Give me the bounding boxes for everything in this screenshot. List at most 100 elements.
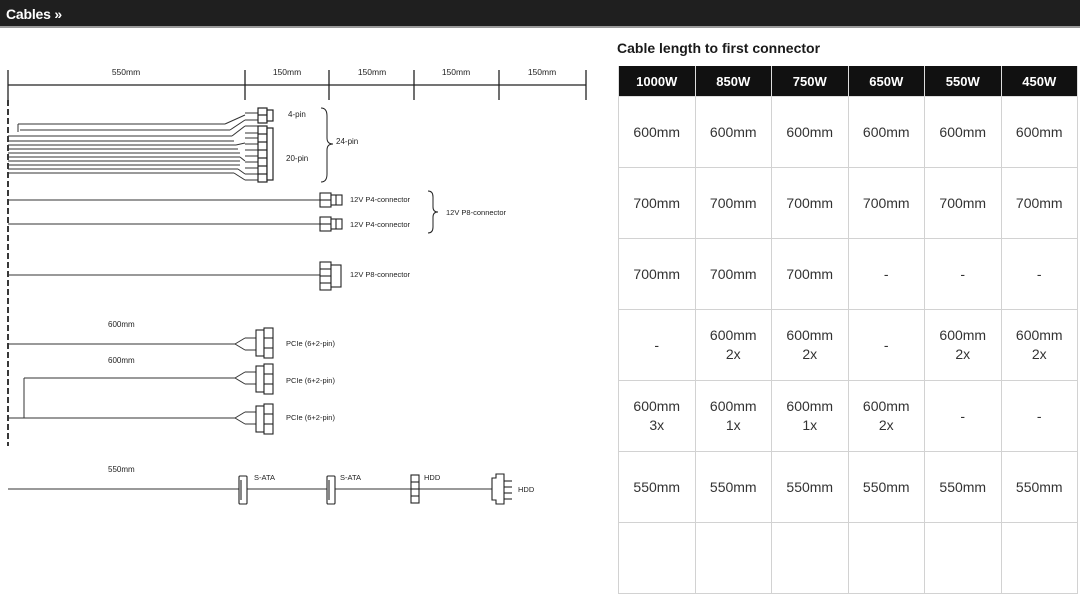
cell-value: 600mm xyxy=(633,398,681,414)
table-cell: - xyxy=(1000,238,1078,310)
table-cell: 600mm 1x xyxy=(771,380,849,452)
cell-value: 1x xyxy=(725,417,741,433)
cell-value: - xyxy=(1036,407,1042,424)
atx-24pin-cable xyxy=(8,112,258,181)
cell-value: 600mm xyxy=(633,123,681,140)
sata-length-label: 550mm xyxy=(108,465,135,474)
cell-value: 700mm xyxy=(633,194,681,211)
cell-value: 2x xyxy=(802,346,818,362)
cell-value: - xyxy=(960,407,966,424)
12v-p4-connectors xyxy=(319,192,343,232)
table-row: 600mm 600mm 600mm 600mm 600mm 600mm xyxy=(618,96,1078,168)
cell-value: 700mm xyxy=(1015,194,1063,211)
ruler-label: 150mm xyxy=(358,67,386,77)
table-cell: 700mm xyxy=(847,167,925,239)
table-cell: 550mm xyxy=(1000,451,1078,523)
table-cell xyxy=(694,522,772,594)
cell-value: 2x xyxy=(725,346,741,362)
table-cell: 550mm xyxy=(618,451,696,523)
ruler-label: 150mm xyxy=(528,67,556,77)
cell-value: 600mm xyxy=(709,327,757,343)
page-title[interactable]: Cables » xyxy=(6,6,62,22)
cell-value: - xyxy=(883,265,889,282)
table-cell: - xyxy=(847,309,925,381)
table-cell: - xyxy=(924,380,1002,452)
table-cell: - xyxy=(847,238,925,310)
p4-label: 12V P4-connector xyxy=(350,195,411,204)
pcie-length-label: 600mm xyxy=(108,356,135,365)
table-header-row: 1000W 850W 750W 650W 550W 450W xyxy=(618,66,1078,97)
table-cell: 600mm xyxy=(847,96,925,168)
cell-value: 550mm xyxy=(862,478,910,495)
table-cell: 600mm 2x xyxy=(694,309,772,381)
table-cell: - xyxy=(1000,380,1078,452)
cell-value: - xyxy=(654,336,660,353)
sata-label: S-ATA xyxy=(340,473,361,482)
p8-group-label: 12V P8-connector xyxy=(446,208,507,217)
cell-value: 600mm xyxy=(786,398,834,414)
cell-value: 700mm xyxy=(786,265,834,282)
column-header: 1000W xyxy=(618,66,696,97)
cell-value: 550mm xyxy=(939,478,987,495)
cell-value: 700mm xyxy=(709,194,757,211)
table-title: Cable length to first connector xyxy=(617,40,821,56)
length-ruler xyxy=(7,70,587,100)
table-cell: 550mm xyxy=(694,451,772,523)
table-cell: 700mm xyxy=(618,167,696,239)
pcie-cable-2 xyxy=(8,371,256,425)
hdd-label: HDD xyxy=(424,473,441,482)
table-cell: 600mm xyxy=(924,96,1002,168)
pcie-label: PCIe (6+2-pin) xyxy=(286,376,335,385)
p8-group-brace xyxy=(427,190,439,234)
table-cell: 600mm xyxy=(618,96,696,168)
cell-value: 2x xyxy=(878,417,894,433)
cell-value: 600mm xyxy=(939,327,987,343)
ruler-label: 550mm xyxy=(112,67,140,77)
column-header: 450W xyxy=(1000,66,1078,97)
ruler-label: 150mm xyxy=(273,67,301,77)
cell-value: 600mm xyxy=(1015,123,1063,140)
cell-value: 600mm xyxy=(786,123,834,140)
column-header: 750W xyxy=(771,66,849,97)
table-cell: - xyxy=(924,238,1002,310)
cell-value: 3x xyxy=(649,417,665,433)
ruler-label: 150mm xyxy=(442,67,470,77)
column-header: 550W xyxy=(924,66,1002,97)
p4-label: 12V P4-connector xyxy=(350,220,411,229)
table-cell: 600mm 3x xyxy=(618,380,696,452)
12v-p4-cables xyxy=(8,199,320,225)
cell-value: 550mm xyxy=(786,478,834,495)
cell-value: 600mm xyxy=(709,123,757,140)
hdd-connector-1 xyxy=(410,474,420,504)
header-bar: Cables » xyxy=(0,0,1080,28)
table-cell: 600mm xyxy=(771,96,849,168)
12v-p8-connector xyxy=(319,261,342,291)
table-cell xyxy=(847,522,925,594)
table-cell: 700mm xyxy=(694,167,772,239)
table-cell: 700mm xyxy=(694,238,772,310)
hdd-label: HDD xyxy=(518,485,535,494)
table-row xyxy=(618,522,1078,594)
table-cell: 700mm xyxy=(618,238,696,310)
table-cell: 700mm xyxy=(771,167,849,239)
cell-value: 600mm xyxy=(709,398,757,414)
cell-value: 1x xyxy=(802,417,818,433)
column-header: 650W xyxy=(847,66,925,97)
pcie-connector-1 xyxy=(255,327,274,359)
pcie-length-label: 600mm xyxy=(108,320,135,329)
hdd-connector-2 xyxy=(491,473,512,505)
table-cell: 600mm 1x xyxy=(694,380,772,452)
cell-value: 600mm xyxy=(939,123,987,140)
sata-connector-1 xyxy=(238,475,248,505)
table-cell xyxy=(771,522,849,594)
sata-connector-2 xyxy=(326,475,336,505)
table-cell: - xyxy=(618,309,696,381)
